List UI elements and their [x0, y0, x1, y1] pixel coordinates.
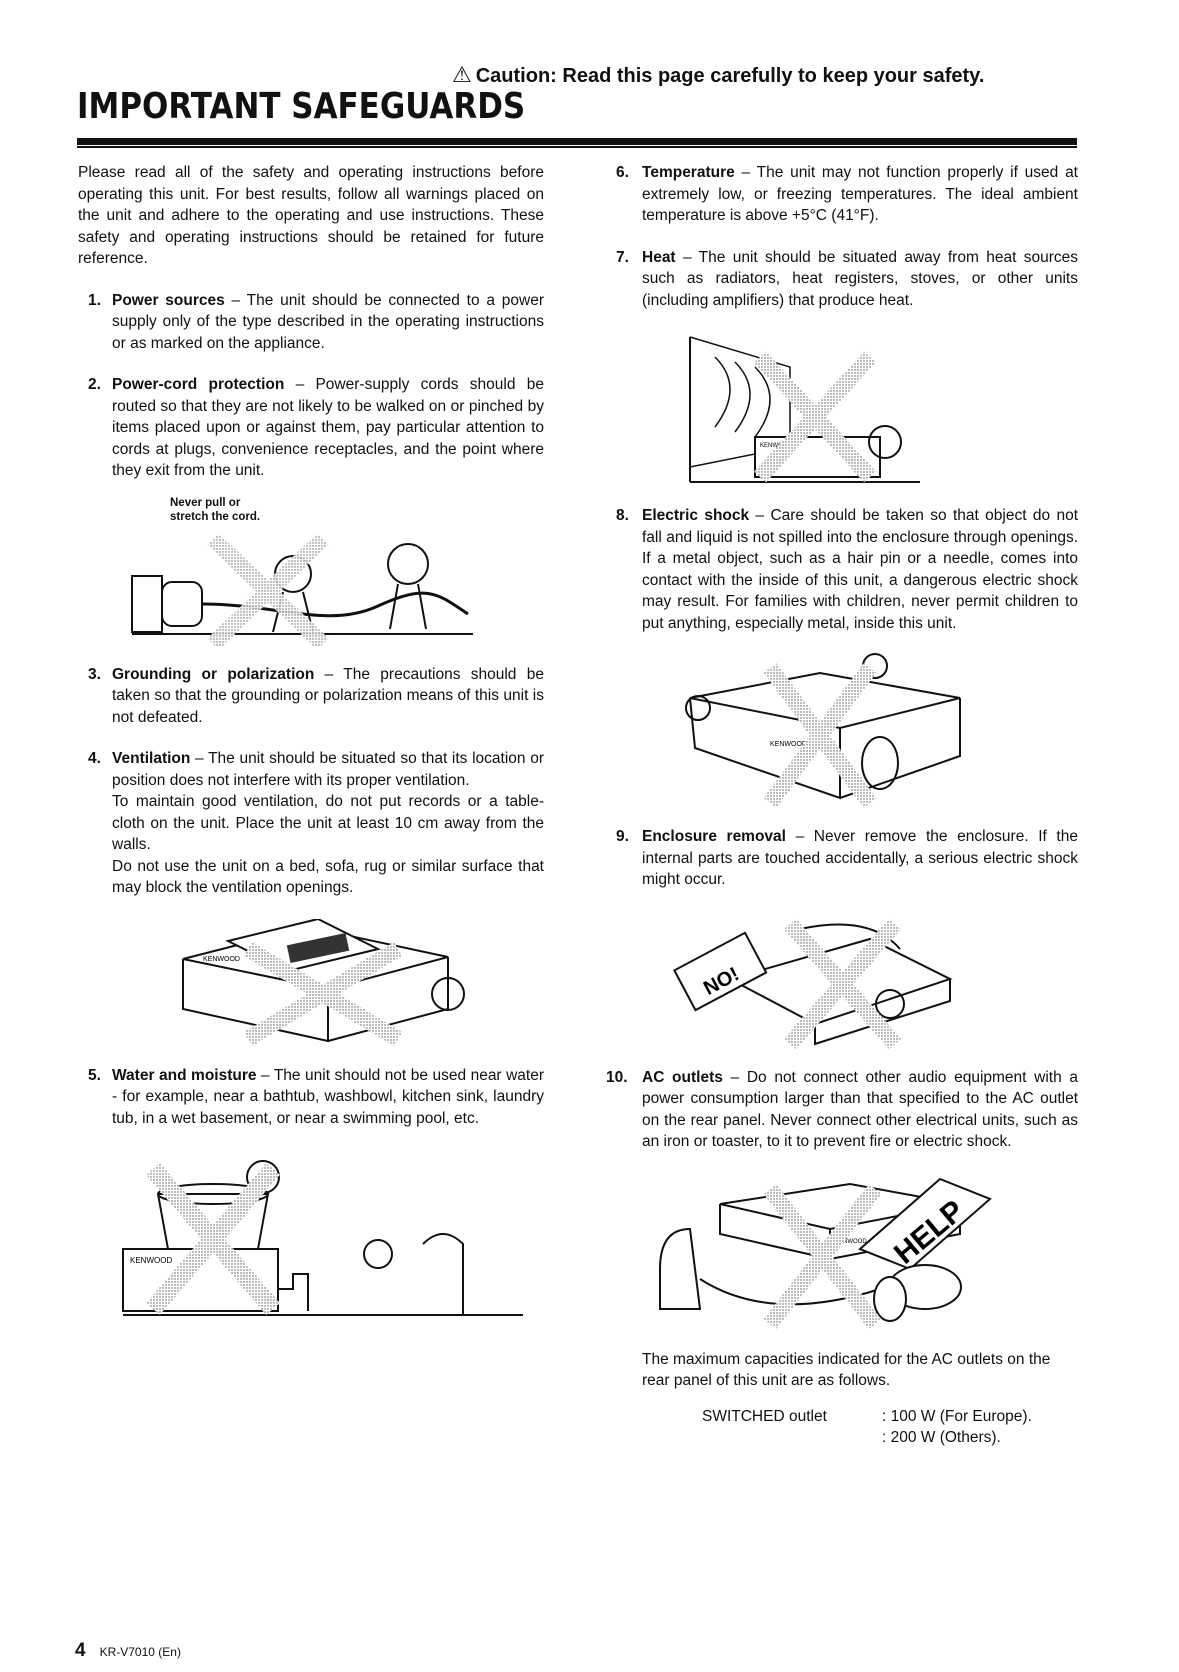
warning-triangle-icon: ⚠: [452, 62, 472, 87]
figure-water: KENWOOD: [78, 1149, 544, 1319]
safeguard-item-8: 8. Electric shock – Care should be taken…: [616, 505, 1078, 634]
safeguard-item-2: 2. Power-cord protection – Power-supply …: [78, 374, 544, 482]
item-text: – Care should be taken so that object do…: [642, 507, 1078, 632]
item-text: – Do not connect other audio equipment w…: [642, 1068, 1079, 1151]
outlet-note: The maximum capacities indicated for the…: [642, 1350, 1051, 1390]
brand-label: KENWOOD: [203, 956, 240, 963]
item-heading: AC outlets: [642, 1068, 723, 1086]
item-number: 7.: [616, 248, 629, 266]
item-text: – The unit may not function properly if …: [642, 164, 1078, 224]
item-number: 2.: [88, 376, 101, 393]
figure-cord-warning: Never pull or stretch the cord.: [78, 494, 544, 646]
caution-line: ⚠Caution: Read this page carefully to ke…: [452, 62, 984, 88]
brand-label: KENWOOD: [760, 443, 792, 449]
item-heading: Power sources: [112, 291, 225, 309]
item-text: – The unit should not be used near water…: [112, 1066, 544, 1127]
figure-electric-shock: KENWOOD: [620, 648, 1078, 808]
caution-text: Caution: Read this page carefully to kee…: [475, 65, 985, 87]
ventilation-illustration: KENWOOD: [182, 918, 465, 1046]
item-text-3: Do not use the unit on a bed, sofa, rug …: [112, 857, 544, 897]
safeguard-item-9: 9. Enclosure removal – Never remove the …: [616, 826, 1078, 891]
item-number: 8.: [616, 507, 629, 524]
item-number: 1.: [88, 291, 101, 309]
safeguard-item-10: 10. AC outlets – Do not connect other au…: [606, 1067, 1079, 1153]
item-text: – The unit should be situated away from …: [642, 248, 1078, 309]
item-number: 6.: [616, 164, 629, 181]
item-text: – The precautions should be taken so tha…: [112, 665, 544, 726]
model-code: KR-V7010 (En): [99, 1645, 181, 1659]
item-heading: Electric shock: [642, 507, 750, 524]
item-heading: Power-cord protection: [112, 376, 285, 393]
brand-label: KENWOOD: [130, 1256, 172, 1265]
table-row: : 200 W (Others).: [702, 1427, 1032, 1449]
figure-caption: Never pull or stretch the cord.: [170, 496, 260, 524]
item-heading: Temperature: [642, 164, 735, 181]
safeguard-item-3: 3. Grounding or polarization – The preca…: [78, 664, 544, 729]
ac-outlet-illustration: KENWOOD HELP: [659, 1177, 992, 1329]
item-text: – Power-supply cords should be routed so…: [112, 376, 544, 479]
safeguard-item-4: 4. Ventilation – The unit should be situ…: [78, 748, 544, 899]
item-number: 9.: [616, 828, 629, 845]
figure-heat: KENWOOD: [620, 327, 1078, 487]
item-heading: Water and moisture: [112, 1066, 257, 1084]
cord-illustration: [131, 532, 473, 646]
enclosure-illustration: NO!: [673, 918, 953, 1049]
item-number: 10.: [606, 1068, 628, 1086]
item-heading: Grounding or polarization: [112, 665, 315, 683]
outlet-label: SWITCHED outlet: [702, 1407, 827, 1425]
page-title: IMPORTANT SAFEGUARDS: [77, 86, 526, 127]
caption-line-1: Never pull or: [170, 496, 241, 509]
caption-line-2: stretch the cord.: [170, 510, 261, 523]
brand-label: KENWOOD: [835, 1239, 867, 1245]
title-rule-thin: [77, 146, 1077, 148]
item-text: – The unit should be connected to a powe…: [112, 291, 544, 352]
page-number: 4: [75, 1640, 86, 1661]
outlet-label: [702, 1427, 882, 1449]
item-text-2: To maintain good ventilation, do not put…: [112, 793, 544, 853]
item-text: – Never remove the enclosure. If the int…: [642, 828, 1078, 888]
table-row: SWITCHED outlet : 100 W (For Europe).: [702, 1406, 1032, 1428]
intro-paragraph: Please read all of the safety and operat…: [78, 164, 544, 267]
safeguard-item-1: 1. Power sources – The unit should be co…: [78, 290, 544, 355]
item-heading: Heat: [642, 248, 676, 266]
brand-label: KENWOOD: [770, 741, 807, 748]
item-number: 5.: [88, 1066, 101, 1084]
heat-illustration: KENWOOD: [689, 336, 920, 483]
outlet-capacity-table: SWITCHED outlet : 100 W (For Europe). : …: [702, 1406, 1032, 1449]
safeguard-item-6: 6. Temperature – The unit may not functi…: [616, 162, 1078, 227]
item-heading: Ventilation: [112, 750, 191, 767]
safeguard-item-7: 7. Heat – The unit should be situated aw…: [616, 247, 1078, 312]
figure-ac-outlet: KENWOOD HELP: [620, 1159, 1078, 1331]
water-illustration: KENWOOD: [122, 1160, 523, 1316]
safeguard-item-5: 5. Water and moisture – The unit should …: [78, 1065, 544, 1130]
outlet-value: : 200 W (Others).: [882, 1429, 1001, 1446]
left-column: Please read all of the safety and operat…: [78, 162, 544, 1337]
item-number: 4.: [88, 750, 101, 767]
item-number: 3.: [88, 665, 101, 683]
item-text: – The unit should be situated so that it…: [112, 750, 544, 789]
item-heading: Enclosure removal: [642, 828, 786, 845]
electric-shock-illustration: KENWOOD: [685, 653, 961, 808]
right-column: 6. Temperature – The unit may not functi…: [606, 162, 1079, 1449]
title-rule: [77, 138, 1077, 145]
outlet-value: : 100 W (For Europe).: [882, 1407, 1032, 1425]
page-footer: 4 KR-V7010 (En): [75, 1640, 181, 1662]
figure-ventilation: KENWOOD: [78, 918, 544, 1047]
figure-enclosure-removal: NO!: [620, 909, 1078, 1049]
